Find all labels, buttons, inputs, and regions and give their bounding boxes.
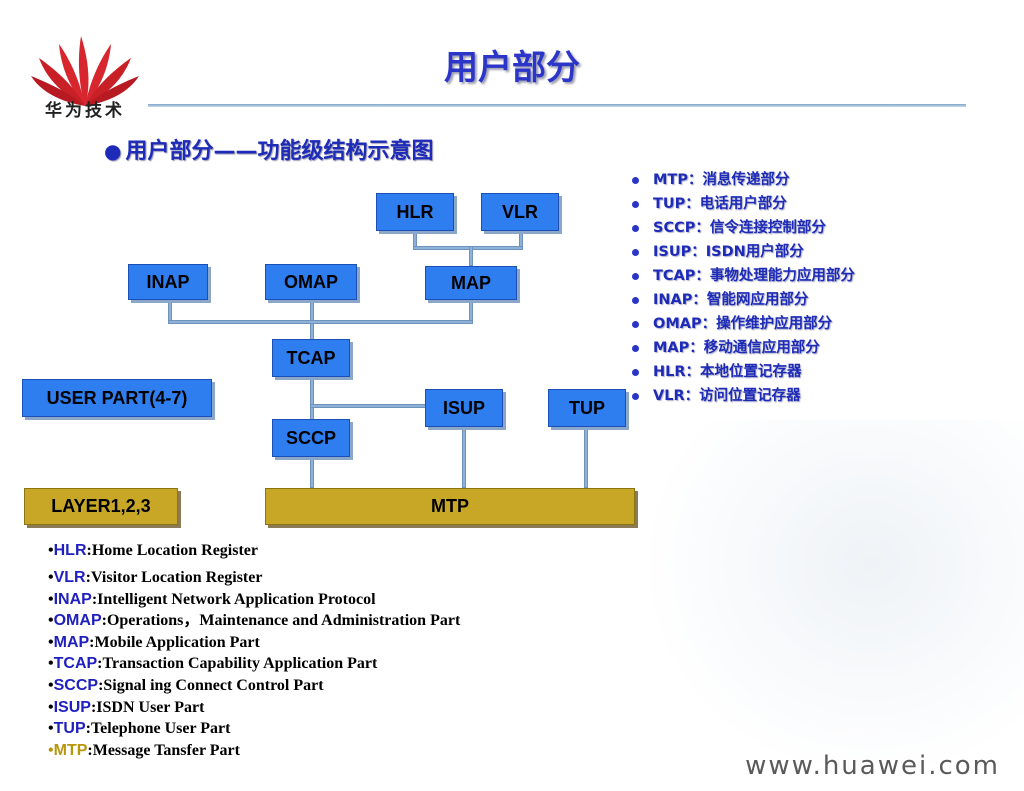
user-part-box: USER PART(4-7): [22, 379, 212, 417]
list-item: SCCP：信令连接控制部分: [632, 216, 855, 240]
bullet-icon: [632, 224, 639, 232]
list-item: •OMAP:Operations，Maintenance and Adminis…: [48, 612, 461, 630]
list-item: VLR：访问位置记存器: [632, 384, 855, 408]
logo-text: 华为技术: [45, 101, 125, 121]
glossary-definition: :Home Location Register: [86, 542, 259, 559]
glossary-definition: :Message Tansfer Part: [87, 741, 240, 759]
list-item: •MTP:Message Tansfer Part: [48, 741, 240, 759]
tup-box: TUP: [548, 389, 626, 427]
glossary-term: VLR: [53, 569, 86, 586]
list-item: MTP：消息传递部分: [632, 168, 855, 192]
glossary-definition: :Signal ing Connect Control Part: [98, 676, 324, 694]
glossary-term: MAP: [53, 633, 90, 651]
website-watermark: www.huawei.com: [745, 751, 1000, 781]
glossary-term: ISUP: [53, 698, 91, 716]
glossary-definition: :Transaction Capability Application Part: [97, 655, 378, 673]
list-item: TUP：电话用户部分: [632, 192, 855, 216]
list-item: •HLR:Home Location Register: [48, 542, 259, 559]
connector-tup-mtp: [584, 427, 588, 488]
bullet-icon: ●: [104, 139, 122, 163]
glossary-definition: :Mobile Application Part: [89, 633, 260, 651]
list-item: •TUP:Telephone User Part: [48, 720, 231, 738]
list-item: •SCCP:Signal ing Connect Control Part: [48, 676, 324, 694]
map-box: MAP: [425, 266, 517, 300]
connector-hlr-vlr: [413, 246, 523, 250]
glossary-definition: :Operations，Maintenance and Administrati…: [101, 612, 461, 630]
mtp-box: MTP: [265, 488, 635, 525]
page-title: 用户部分: [444, 48, 580, 88]
vlr-box: VLR: [481, 193, 559, 231]
bullet-icon: [632, 296, 639, 304]
connector-tcap-sccp: [310, 376, 314, 420]
bullet-icon: [632, 344, 639, 352]
glossary-definition: :ISDN User Part: [90, 698, 205, 716]
layer-box: LAYER1,2,3: [24, 488, 178, 525]
glossary-definition: :Intelligent Network Application Protoco…: [91, 590, 376, 608]
abbreviation-legend: MTP：消息传递部分 TUP：电话用户部分 SCCP：信令连接控制部分 ISUP…: [632, 168, 855, 408]
bullet-icon: [632, 200, 639, 208]
list-item: •VLR:Visitor Location Register: [48, 569, 263, 586]
connector-isup-mtp: [462, 427, 466, 488]
list-item: MAP：移动通信应用部分: [632, 336, 855, 360]
section-subtitle: ●用户部分——功能级结构示意图: [104, 133, 433, 165]
glossary-term: TCAP: [53, 655, 98, 673]
glossary-term: SCCP: [53, 676, 99, 694]
hlr-box: HLR: [376, 193, 454, 231]
glossary-definition: :Telephone User Part: [85, 720, 231, 738]
glossary-list: •HLR:Home Location Register •VLR:Visitor…: [48, 541, 460, 761]
glossary-term: HLR: [53, 542, 87, 559]
background-decoration: [640, 420, 1024, 780]
bullet-icon: [632, 368, 639, 376]
list-item: •TCAP:Transaction Capability Application…: [48, 655, 378, 673]
connector-to-map: [469, 246, 473, 266]
list-item: •ISUP:ISDN User Part: [48, 698, 205, 716]
sccp-box: SCCP: [272, 419, 350, 457]
tcap-box: TCAP: [272, 339, 350, 377]
connector-sccp-isup: [310, 404, 428, 408]
glossary-term: MTP: [53, 741, 88, 759]
list-item: HLR：本地位置记存器: [632, 360, 855, 384]
subtitle-text: 用户部分——功能级结构示意图: [125, 139, 434, 164]
list-item: INAP：智能网应用部分: [632, 288, 855, 312]
list-item: •INAP:Intelligent Network Application Pr…: [48, 590, 376, 608]
bullet-icon: [632, 392, 639, 400]
bullet-icon: [632, 248, 639, 256]
glossary-term: INAP: [53, 590, 92, 608]
title-divider: [148, 104, 966, 107]
glossary-term: OMAP: [53, 612, 102, 630]
bullet-icon: [632, 272, 639, 280]
list-item: ISUP：ISDN用户部分: [632, 240, 855, 264]
connector-sccp-mtp: [310, 456, 314, 488]
glossary-term: TUP: [53, 720, 86, 738]
bullet-icon: [632, 176, 639, 184]
huawei-logo-icon: [31, 36, 139, 106]
omap-box: OMAP: [265, 264, 357, 300]
list-item: OMAP：操作维护应用部分: [632, 312, 855, 336]
list-item: TCAP：事物处理能力应用部分: [632, 264, 855, 288]
glossary-definition: :Visitor Location Register: [85, 569, 263, 586]
connector-applications-bus: [168, 320, 473, 324]
inap-box: INAP: [128, 264, 208, 300]
bullet-icon: [632, 320, 639, 328]
isup-box: ISUP: [425, 389, 503, 427]
list-item: •MAP:Mobile Application Part: [48, 633, 260, 651]
